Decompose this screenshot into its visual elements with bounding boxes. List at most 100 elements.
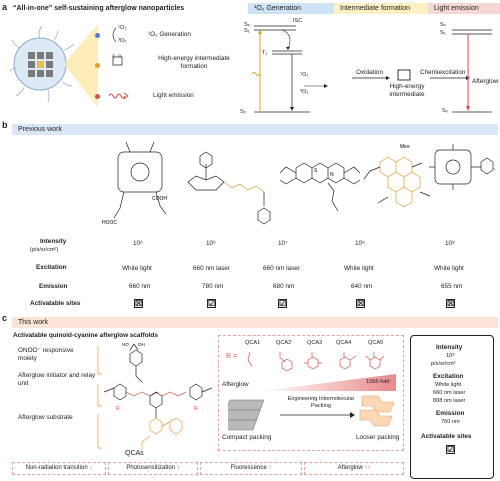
panel-b-label: b [2,120,8,130]
tag-fluorescence: Fluorescence ↑ [200,462,302,475]
col3-intensity: 10⁷ [278,240,288,247]
right-s1: S₁ [440,30,446,36]
fold-label: 1566-fold [366,379,390,385]
fold-arrow: ↑ [389,379,392,385]
r-group-qca1: QCA1 [245,340,261,346]
chemiexcitation-label: Chemiexcitation [420,69,466,76]
summary-emission-val: 760 nm [441,419,460,425]
substrate-label: Afterglow substrate [18,414,73,421]
legend-light-emission: Light emission [153,92,194,99]
col2-emission: 780 nm [202,283,224,290]
jab-o2-singlet: ¹O₂ [300,72,309,78]
engineering-label: Engineering Intermolecular Packing [287,396,355,409]
summary-intensity-unit: p/s/sr/cm² [431,361,456,367]
legend-dot-o2 [95,33,100,38]
summary-excitation: Excitation [433,373,464,380]
onoo-label: ONOO⁻ responsive moiety [18,347,74,362]
col5-activatable: ☒ [446,299,455,308]
jablonski-diagram [251,25,492,113]
previous-work-header: Previous work [12,124,498,135]
compact-packing-icon [228,399,265,431]
svg-text:N: N [330,172,334,178]
stage-o2-generation: ¹O₂ Generation [248,3,334,14]
hei-label: High-energy intermediate [389,83,425,98]
row-label-intensity-unit: (p/s/sr/cm²) [30,247,59,253]
col3-excitation: 660 nm laser [263,265,300,272]
col3-activatable: ☑ [278,299,287,308]
jab-o2-triplet: ³O₂ [300,89,309,95]
packing-arrow [280,412,355,418]
col5-excitation: White light [434,265,464,272]
summary-intensity: Intensity [436,344,463,351]
col2-activatable: ☑ [207,299,216,308]
r-equals: R = [226,353,238,360]
summary-activatable-mark: ☑ [446,445,455,454]
right-s0: S₀ [442,108,449,114]
tag-photosensitization: Photosensitization ↑ [108,462,198,475]
qcas-label: QCAs [125,450,144,457]
svg-text:S: S [314,168,318,174]
col3-emission: 680 nm [273,283,295,290]
svg-text:HO: HO [122,342,129,347]
svg-text:R: R [194,406,198,412]
col1-intensity: 10⁶ [133,240,143,247]
col1-emission: 660 nm [129,283,151,290]
summary-exc-808: 808 nm laser [433,398,466,404]
svg-text:Mes: Mes [400,144,410,150]
nanoparticle-figure [10,24,98,108]
looser-packing-label: Looser packing [356,434,400,441]
oxidation-label: Oxidation [356,69,383,76]
col4-emission: 640 nm [351,283,373,290]
r-group-qca2: QCA2 [276,340,292,346]
col5-intensity: 10⁸ [445,240,455,247]
panel-a-title: “All-in-one” self-sustaining afterglow n… [13,5,185,12]
tag-afterglow: Afterglow ↑↑ [304,462,404,475]
stage-light-emission: Light emission [428,3,500,14]
level-s1: S₁ [244,28,250,34]
afterglow-label-c: Afterglow [222,381,249,388]
level-sn: Sₙ [244,22,250,28]
col4-activatable: ☒ [356,299,365,308]
r-group-structures [247,351,385,372]
svg-text:COOH: COOH [152,196,167,202]
this-work-header: This work [12,317,498,328]
legend-o2-generation: ¹O₂ Generation [148,31,191,38]
molecular-structures-row: HOOC COOH Mes S N [102,141,495,226]
svg-text:O: O [112,53,115,58]
triplet-o2-label: ³O₂ [118,38,127,44]
r-group-box [218,335,404,451]
level-s0: S₀ [240,109,247,115]
singlet-o2-label: ¹O₂ [118,25,127,31]
col2-excitation: 660 nm laser [193,265,230,272]
row-label-excitation: Excitation [36,264,67,271]
row-label-activatable: Activatable sites [30,300,81,307]
col1-excitation: White light [122,265,152,272]
row-label-emission: Emission [39,283,68,290]
col4-excitation: White light [344,265,374,272]
light-wave-icon [108,92,129,100]
svg-text:HOOC: HOOC [102,220,117,226]
summary-exc-660: 660 nm laser [433,390,466,396]
summary-box [410,335,494,479]
stage-intermediate: Intermediate formation [334,3,428,14]
summary-exc-white: White light [435,382,462,388]
r-group-qca5: QCA5 [368,340,384,346]
r-group-qca4: QCA4 [336,340,352,346]
col4-intensity: 10⁸ [355,240,365,247]
panel-a-label: a [2,2,8,12]
col5-emission: 655 nm [441,283,463,290]
right-sn: Sₙ [440,22,446,28]
svg-text:OH: OH [138,342,145,347]
summary-activatable: Activatable sites [421,433,472,440]
summary-intensity-val: 10⁸ [446,353,455,359]
r-group-qca3: QCA3 [307,340,323,346]
panel-c-subtitle: Activatable quinoid-cyanine afterglow sc… [13,332,158,339]
initiator-label: Afterglow initiator and relay unit [18,372,96,387]
compact-packing-label: Compact packing [222,434,272,441]
summary-emission: Emission [436,410,465,417]
o2-exchange-arrow [112,27,117,43]
svg-text:R: R [116,406,120,412]
col2-intensity: 10⁶ [206,240,216,247]
qca-structure: OH HO R R [97,342,213,450]
